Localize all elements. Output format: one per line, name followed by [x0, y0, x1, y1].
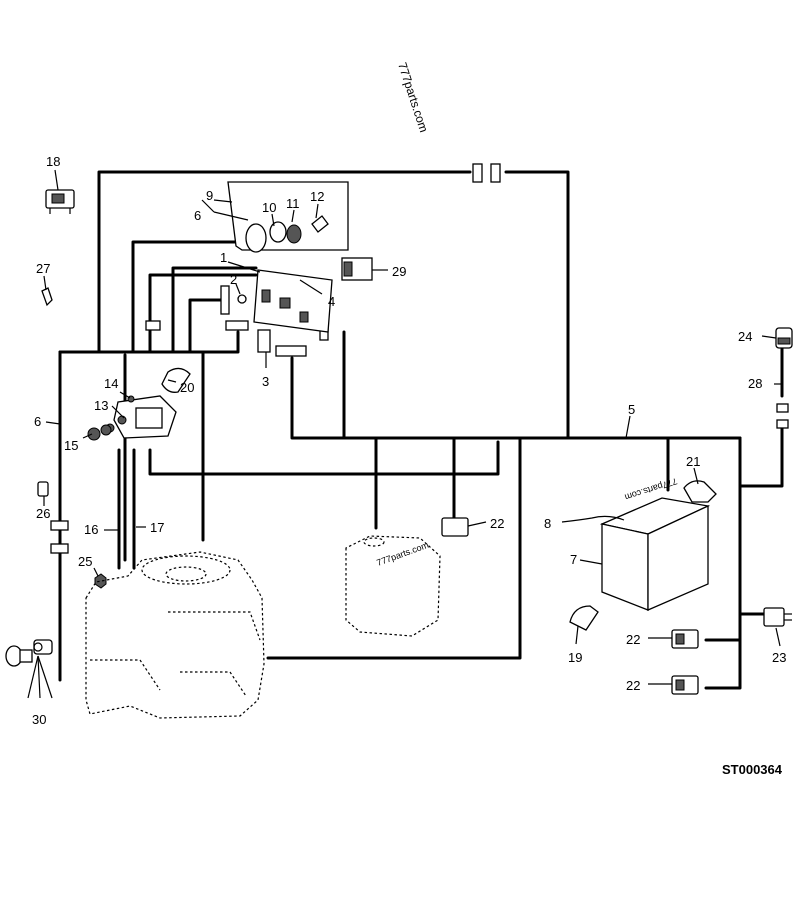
callout-5: 5 — [628, 402, 635, 417]
callout-10: 10 — [262, 200, 276, 215]
callout-17: 17 — [150, 520, 164, 535]
callout-21: 21 — [686, 454, 700, 469]
callout-27: 27 — [36, 261, 50, 276]
callout-7: 7 — [570, 552, 577, 567]
bulb-part-30 — [5, 639, 53, 667]
callout-28: 28 — [748, 376, 762, 391]
switch-part-22a — [441, 517, 469, 537]
relay-part-29 — [341, 257, 373, 281]
callout-8: 8 — [544, 516, 551, 531]
boot-part-19 — [569, 605, 599, 631]
callout-26: 26 — [36, 506, 50, 521]
watermark-top: 777parts.com — [395, 61, 431, 134]
callout-23: 23 — [772, 650, 786, 665]
battery-part-7 — [599, 497, 711, 611]
callout-29: 29 — [392, 264, 406, 279]
watermark-battery: 777parts.com — [624, 476, 679, 502]
boot-part-21 — [683, 480, 717, 503]
callout-12: 12 — [310, 189, 324, 204]
solenoid-assembly — [87, 367, 191, 441]
engine-outline — [85, 551, 265, 719]
callout-22-mid: 22 — [626, 632, 640, 647]
washer-part-2 — [237, 294, 247, 304]
callout-20: 20 — [180, 380, 194, 395]
fuse-part-3 — [257, 329, 271, 353]
switch-part-22b — [671, 629, 699, 649]
callout-16: 16 — [84, 522, 98, 537]
callout-1: 1 — [220, 250, 227, 265]
callout-11: 11 — [286, 196, 300, 211]
callout-19: 19 — [568, 650, 582, 665]
callout-6-left: 6 — [34, 414, 41, 429]
switch-part-23 — [763, 607, 792, 627]
connector-part-26 — [37, 481, 49, 497]
switch-part-22c — [671, 675, 699, 695]
drawing-code: ST000364 — [722, 762, 783, 777]
callout-3: 3 — [262, 374, 269, 389]
clip-part-27 — [41, 287, 53, 307]
sender-part-24 — [775, 327, 793, 349]
fuel-tank-outline — [345, 535, 441, 637]
callout-6-top: 6 — [194, 208, 201, 223]
callout-24: 24 — [738, 329, 752, 344]
callout-13: 13 — [94, 398, 108, 413]
callout-30: 30 — [32, 712, 46, 727]
switch-part-18 — [45, 189, 75, 214]
callout-9: 9 — [206, 188, 213, 203]
callout-2: 2 — [230, 272, 237, 287]
cable-part-8 — [561, 515, 625, 523]
callout-14: 14 — [104, 376, 118, 391]
callout-4: 4 — [328, 294, 335, 309]
harness-wires — [58, 163, 784, 690]
leader-lines — [27, 169, 782, 699]
callout-15: 15 — [64, 438, 78, 453]
callout-22-tank: 22 — [490, 516, 504, 531]
circuit-board-1 — [253, 269, 333, 333]
callouts: 18 27 6 26 30 25 16 17 13 14 15 20 6 9 1… — [32, 154, 786, 727]
ignition-switch-box-9 — [227, 181, 349, 253]
callout-22-low: 22 — [626, 678, 640, 693]
callout-18: 18 — [46, 154, 60, 169]
callout-25: 25 — [78, 554, 92, 569]
